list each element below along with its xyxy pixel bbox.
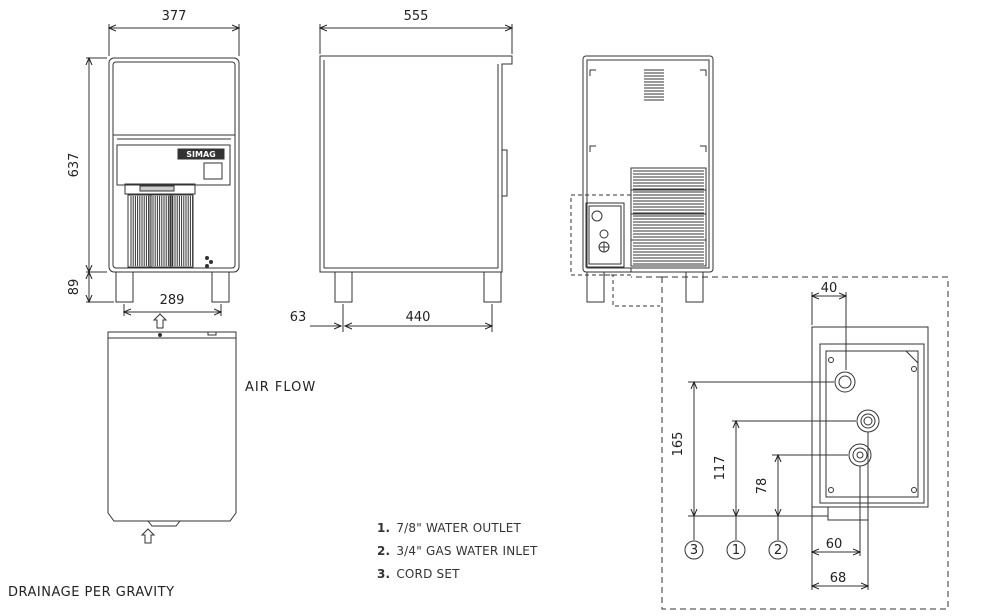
legend-number: 3. [377, 567, 391, 581]
legend-text: CORD SET [396, 567, 460, 581]
dim-front-width: 377 [162, 9, 187, 24]
marker-1-label: 1 [732, 543, 740, 558]
legend-item: 1. 7/8" WATER OUTLET [377, 521, 521, 535]
legend-item: 3. CORD SET [377, 567, 460, 581]
legend-number: 1. [377, 521, 391, 535]
dim-leg-span: 440 [406, 310, 431, 325]
dim-detail-165: 165 [671, 432, 686, 457]
marker-3-label: 3 [690, 543, 698, 558]
detail-view [631, 276, 949, 610]
dim-inner-width: 289 [160, 293, 185, 308]
airflow-up-arrow-bottom [140, 528, 156, 544]
marker-2-label: 2 [774, 543, 782, 558]
legend-item: 2. 3/4" GAS WATER INLET [377, 544, 538, 558]
dim-detail-78: 78 [755, 478, 770, 495]
brand-logo: SIMAG [186, 150, 215, 159]
rear-view [570, 55, 714, 307]
dim-side-depth: 555 [404, 9, 429, 24]
dim-leg-height: 89 [67, 279, 82, 296]
legend-text: 3/4" GAS WATER INLET [396, 544, 538, 558]
top-view-airflow [107, 313, 237, 544]
marker-1 [726, 540, 746, 560]
dim-detail-60: 60 [826, 537, 843, 552]
front-view [86, 24, 239, 316]
dim-height: 637 [67, 153, 82, 178]
legend-text: 7/8" WATER OUTLET [396, 521, 522, 535]
marker-2 [768, 540, 788, 560]
dim-detail-68: 68 [830, 571, 847, 586]
airflow-up-arrow-top [152, 313, 168, 329]
dim-detail-117: 117 [713, 456, 728, 481]
front-grille [127, 194, 194, 268]
legend-number: 2. [377, 544, 391, 558]
air-flow-label: AIR FLOW [245, 380, 316, 395]
marker-3 [684, 540, 704, 560]
dim-leg-offset: 63 [290, 310, 307, 325]
side-view [310, 24, 512, 332]
dim-detail-40: 40 [821, 281, 838, 296]
drainage-label: DRAINAGE PER GRAVITY [8, 585, 175, 600]
